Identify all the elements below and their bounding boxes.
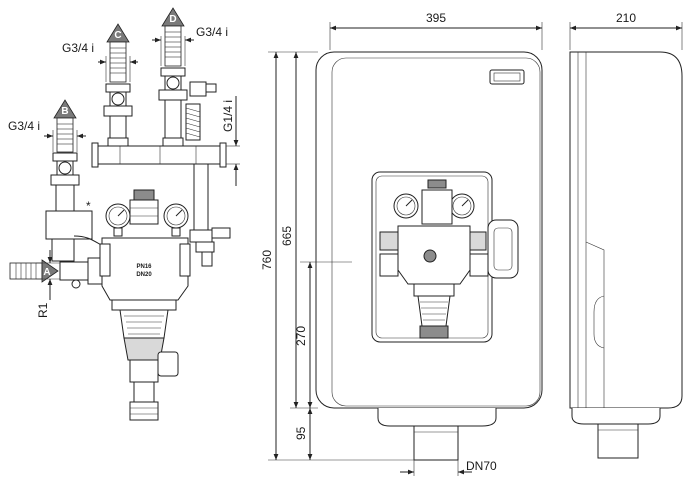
valve-d bbox=[158, 67, 188, 147]
dim-outlet: DN70 bbox=[466, 459, 497, 473]
filter-bowl bbox=[119, 309, 179, 421]
housing-base bbox=[377, 408, 497, 427]
dim-width: 395 bbox=[426, 11, 446, 25]
label-r1: R1 bbox=[36, 302, 50, 318]
reducer-body: PN16 DN20 bbox=[99, 237, 191, 311]
label-g34-c: G3/4 i bbox=[62, 41, 94, 55]
label-g34-d: G3/4 i bbox=[196, 25, 228, 39]
left-body: * bbox=[45, 199, 109, 289]
port-c-arrow: C bbox=[106, 23, 130, 83]
side-handle bbox=[487, 219, 519, 279]
side-housing bbox=[569, 51, 683, 409]
port-c-label: C bbox=[114, 30, 121, 41]
side-base bbox=[571, 408, 661, 425]
reducer-head bbox=[129, 189, 159, 225]
valve-b bbox=[50, 152, 80, 212]
dn20-label: DN20 bbox=[136, 272, 152, 278]
port-b-arrow: B bbox=[53, 99, 77, 153]
port-b-label: B bbox=[61, 106, 68, 117]
pn16-label: PN16 bbox=[136, 264, 152, 270]
dim-base-height: 95 bbox=[294, 426, 308, 440]
display-window bbox=[489, 69, 525, 85]
outlet-pipe bbox=[413, 425, 459, 461]
dim-depth: 210 bbox=[616, 11, 636, 25]
star-note: * bbox=[86, 199, 91, 213]
pressure-gauge-left bbox=[105, 203, 131, 237]
inner-components bbox=[379, 179, 489, 339]
label-g34-b: G3/4 i bbox=[8, 119, 40, 133]
port-d-arrow: D bbox=[161, 7, 185, 67]
side-view: 210 bbox=[569, 11, 683, 459]
dim-inner-height: 665 bbox=[280, 226, 294, 246]
label-g14: G1/4 i bbox=[221, 100, 235, 132]
pressure-gauge-right bbox=[163, 203, 189, 237]
housing-inner bbox=[331, 57, 541, 407]
valve-c bbox=[103, 83, 133, 147]
piping-assembly: D C B bbox=[8, 7, 240, 421]
port-d-label: D bbox=[169, 14, 176, 25]
port-a-label: A bbox=[43, 267, 50, 278]
spring-vent bbox=[185, 81, 217, 141]
dim-height: 760 bbox=[260, 250, 274, 270]
side-outlet bbox=[597, 423, 639, 459]
front-view: 395 bbox=[260, 11, 543, 476]
riser-right bbox=[189, 163, 231, 267]
dim-mid-height: 270 bbox=[294, 326, 308, 346]
port-a-arrow: A bbox=[9, 259, 59, 283]
manifold bbox=[91, 142, 227, 168]
